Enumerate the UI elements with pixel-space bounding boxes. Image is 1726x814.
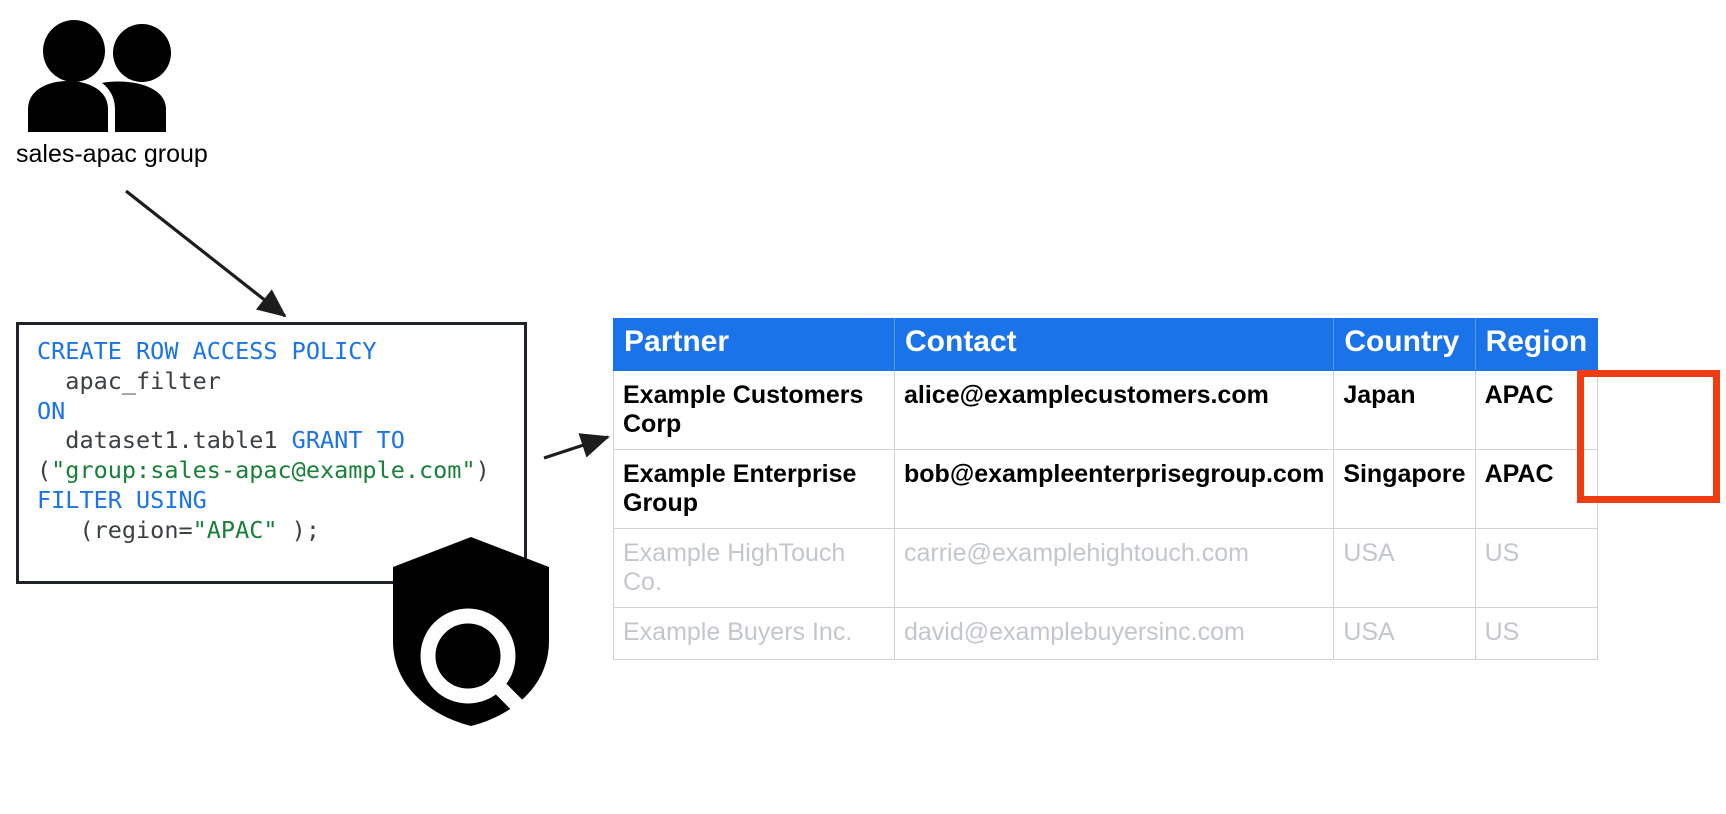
cell-partner: Example Enterprise Group	[613, 448, 895, 529]
table-header-row: Partner Contact Country Region	[613, 318, 1599, 371]
code-token: "group:sales-apac@example.com"	[51, 456, 476, 485]
cell-country: Singapore	[1333, 448, 1476, 529]
column-header-partner[interactable]: Partner	[613, 318, 895, 371]
row-access-policy-code-block: CREATE ROW ACCESS POLICY apac_filter ON …	[16, 322, 527, 584]
code-token: FILTER USING	[37, 485, 207, 514]
table-row: Example Buyers Inc. david@examplebuyersi…	[613, 606, 1599, 660]
cell-region: US	[1474, 527, 1599, 608]
cell-country: USA	[1333, 527, 1476, 608]
table-row: Example Customers Corp alice@examplecust…	[613, 369, 1599, 450]
cell-partner: Example Buyers Inc.	[613, 606, 895, 660]
column-header-region[interactable]: Region	[1474, 318, 1599, 371]
cell-contact: bob@exampleenterprisegroup.com	[893, 448, 1335, 529]
cell-region: APAC	[1474, 369, 1599, 450]
cell-region: US	[1474, 606, 1599, 660]
code-token: "APAC"	[192, 515, 278, 544]
cell-contact: carrie@examplehightouch.com	[893, 527, 1335, 608]
policy-to-table-arrow	[543, 433, 610, 460]
partner-table: Partner Contact Country Region Example C…	[613, 318, 1599, 660]
code-token: apac_filter	[65, 366, 221, 395]
code-token: )	[475, 456, 490, 485]
sales-apac-group-block: sales-apac group	[16, 18, 276, 169]
cell-region: APAC	[1474, 448, 1599, 529]
group-caption-label: sales-apac group	[16, 140, 208, 168]
code-token: GRANT TO	[291, 426, 405, 455]
region-apac-highlight-box	[1577, 370, 1720, 503]
cell-country: Japan	[1333, 369, 1476, 450]
table-row: Example HighTouch Co. carrie@examplehigh…	[613, 527, 1599, 608]
cell-contact: alice@examplecustomers.com	[893, 369, 1335, 450]
cell-contact: david@examplebuyersinc.com	[893, 606, 1335, 660]
people-group-icon	[28, 20, 171, 132]
shield-magnifier-icon	[393, 537, 549, 726]
column-header-country[interactable]: Country	[1333, 318, 1476, 371]
code-token: (	[37, 456, 52, 485]
code-token: );	[277, 515, 320, 544]
cell-partner: Example Customers Corp	[613, 369, 895, 450]
table-row: Example Enterprise Group bob@exampleente…	[613, 448, 1599, 529]
code-token: (region=	[37, 515, 193, 544]
code-token: CREATE ROW ACCESS POLICY	[37, 337, 377, 365]
code-token: dataset1.table1	[37, 426, 292, 455]
code-token: ON	[37, 396, 66, 425]
group-to-policy-arrow	[125, 189, 287, 318]
column-header-contact[interactable]: Contact	[893, 318, 1335, 371]
cell-country: USA	[1333, 606, 1476, 660]
cell-partner: Example HighTouch Co.	[613, 527, 895, 608]
